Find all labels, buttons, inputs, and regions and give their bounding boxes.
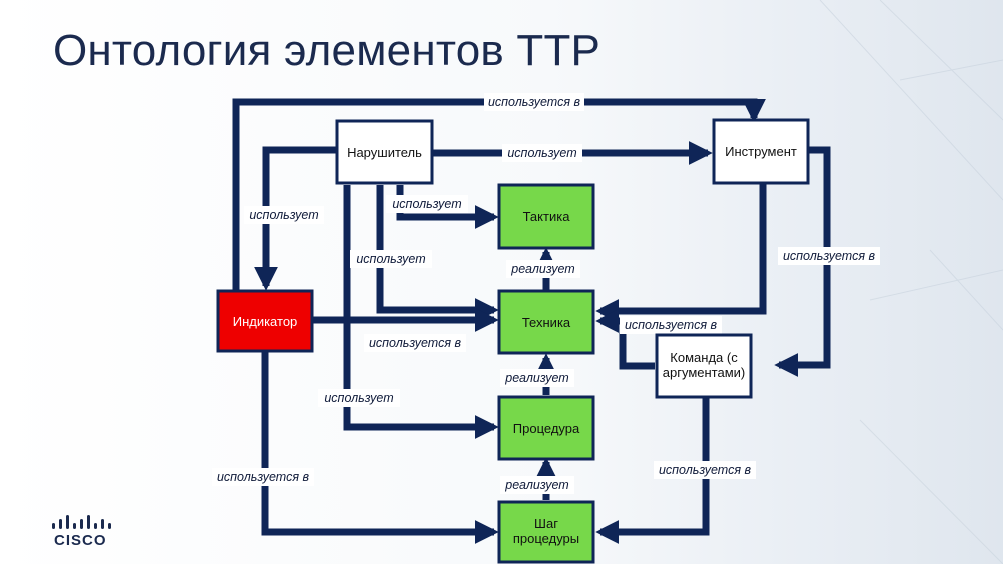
label-step-realizes-procedure: реализует: [504, 478, 568, 492]
node-command-label-line2: аргументами): [663, 365, 745, 380]
edge-indicator-to-instrument: [232, 98, 766, 292]
label-indicator-to-technique: используется в: [369, 336, 462, 350]
label-violator-to-technique: использует: [356, 252, 425, 266]
node-instrument-label: Инструмент: [725, 144, 797, 159]
label-violator-to-indicator: использует: [249, 208, 318, 222]
label-violator-to-procedure: использует: [324, 391, 393, 405]
edge-indicator-to-step: [261, 352, 499, 544]
label-violator-to-instrument: использует: [507, 146, 576, 160]
node-procedure[interactable]: Процедура: [497, 395, 595, 461]
label-violator-to-tactic: использует: [392, 197, 461, 211]
node-command-label-line1: Команда (с: [670, 350, 738, 365]
node-step-label-line1: Шаг: [534, 516, 558, 531]
edge-command-to-step: [595, 398, 710, 544]
node-procedure-label: Процедура: [513, 421, 580, 436]
node-violator[interactable]: Нарушитель: [335, 119, 434, 185]
node-indicator[interactable]: Индикатор: [216, 289, 314, 353]
node-tactic-label: Тактика: [523, 209, 571, 224]
node-indicator-label: Индикатор: [233, 314, 298, 329]
edge-instrument-to-technique: [595, 184, 767, 323]
label-procedure-realizes-technique: реализует: [504, 371, 568, 385]
label-technique-realizes-tactic: реализует: [510, 262, 574, 276]
label-command-to-technique: используется в: [625, 318, 718, 332]
label-command-to-step: используется в: [659, 463, 752, 477]
label-indicator-to-instrument: используется в: [488, 95, 581, 109]
node-step-label-line2: процедуры: [513, 531, 579, 546]
node-instrument[interactable]: Инструмент: [712, 118, 810, 185]
node-technique[interactable]: Техника: [497, 289, 595, 355]
edge-violator-to-technique: [376, 185, 499, 322]
label-instrument-to-command: используется в: [783, 249, 876, 263]
edge-violator-to-procedure: [343, 185, 499, 439]
node-tactic[interactable]: Тактика: [497, 183, 595, 250]
cisco-logo-text: CISCO: [54, 532, 107, 549]
node-technique-label: Техника: [522, 315, 571, 330]
edge-command-to-technique: [595, 309, 655, 370]
label-indicator-to-step: используется в: [217, 470, 310, 484]
node-step[interactable]: Шаг процедуры: [497, 500, 595, 564]
node-violator-label: Нарушитель: [347, 145, 422, 160]
node-command[interactable]: Команда (с аргументами): [655, 333, 753, 399]
cisco-logo-icon: [52, 515, 111, 529]
edge-violator-to-indicator: [254, 146, 336, 291]
slide-title: Онтология элементов TTP: [53, 26, 601, 75]
